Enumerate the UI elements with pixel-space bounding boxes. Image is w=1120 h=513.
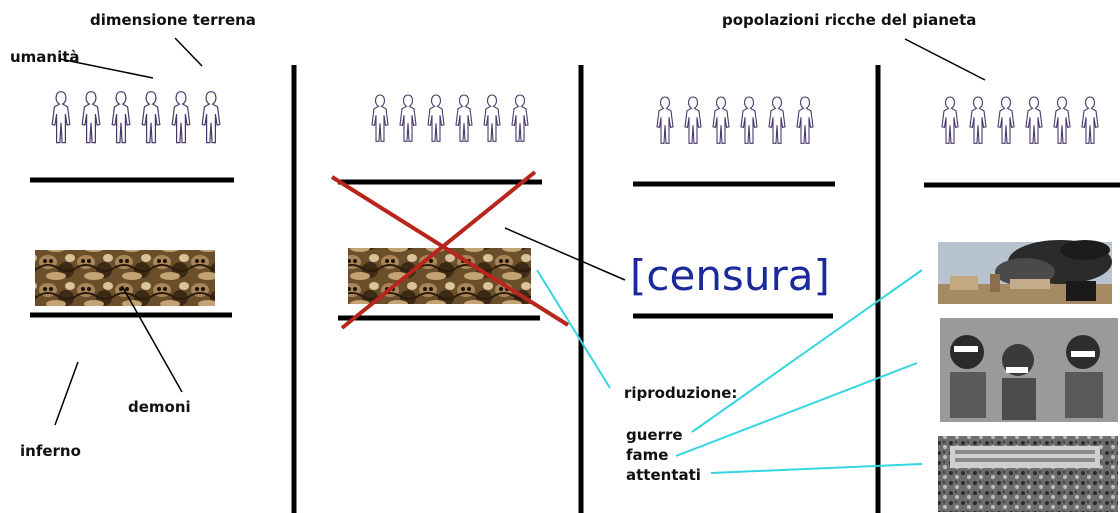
humans-figures-4 [941,96,1099,144]
label-inferno: inferno [20,442,81,460]
label-censura: [censura] [630,251,830,300]
pointer-umanita [59,58,154,79]
demons-image-2 [348,248,531,304]
column-2 [330,94,570,330]
label-guerre: guerre [626,426,683,444]
connector-attentati [710,463,923,474]
connector-fame [675,362,918,457]
label-dimensione-terrena: dimensione terrena [90,11,256,29]
censor-cross [330,170,570,330]
label-umanita: umanità [10,48,80,66]
pointer-dimensione [174,37,203,67]
hunger-photo [940,318,1118,422]
pointer-riproduzione [536,269,611,389]
attack-photo [938,436,1118,512]
column-dividers [291,65,881,513]
war-photo [938,240,1112,304]
label-attentati: attentati [626,466,701,484]
column-4: popolazioni ricche del pianeta [722,11,1120,512]
pointer-censura [504,227,626,281]
humans-figures [28,80,240,160]
connector-guerre [691,269,923,433]
pointer-popolazioni [904,38,986,81]
pointer-inferno [54,361,79,426]
pointer-demoni [121,285,183,393]
demons-image [35,250,215,306]
label-riproduzione: riproduzione: [624,384,737,402]
column-3: [censura] riproduzione: guerre fame atte… [504,96,923,484]
label-popolazioni: popolazioni ricche del pianeta [722,11,976,29]
column-1: dimensione terrena umanità demoni infern… [10,11,256,460]
label-demoni: demoni [128,398,191,416]
humans-figures-2 [371,94,529,142]
label-fame: fame [626,446,668,464]
humans-figures-3 [656,96,814,144]
